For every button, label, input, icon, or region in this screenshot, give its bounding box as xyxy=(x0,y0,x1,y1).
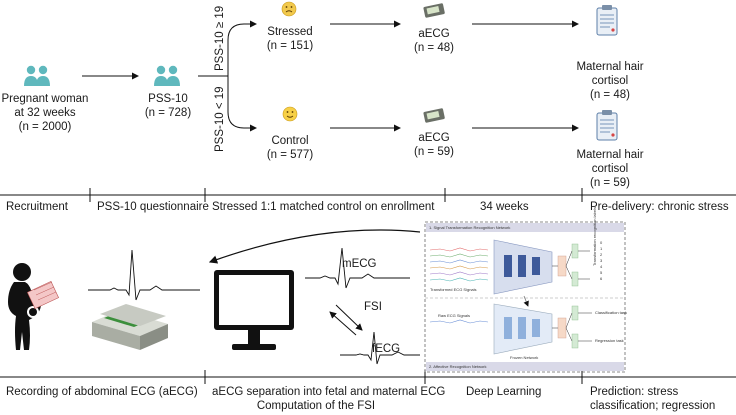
recruitment-label-line: Pregnant woman xyxy=(1,93,89,105)
network-top-input: Transformed ECG Signals xyxy=(430,287,477,292)
people-icon-recruitment xyxy=(24,65,50,86)
cortisol-control-label: Maternal hair cortisol (n = 59) xyxy=(570,148,650,190)
network-bottom-input: Raw ECG Signals xyxy=(438,313,471,318)
mecg-label: mECG xyxy=(342,258,377,270)
network-frozen: Frozen Network xyxy=(510,355,539,360)
aecg-device-icon-top xyxy=(423,3,445,18)
control-label-line: Control xyxy=(271,135,309,147)
cortisol-label-line: Maternal hair xyxy=(576,149,644,161)
stressed-label: Stressed (n = 151) xyxy=(262,25,318,53)
cortisol-label-line: Maternal hair xyxy=(576,61,644,73)
aecg-label-line: aECG xyxy=(418,28,450,40)
pss-label: PSS-10 (n = 728) xyxy=(140,92,196,120)
clipboard-icon-top xyxy=(596,5,618,36)
cortisol-label-line: cortisol xyxy=(591,163,629,175)
network-top-title-band xyxy=(426,223,624,232)
network-top-title: 1. Signal Transformation Recognition Net… xyxy=(429,225,511,230)
aecg-control-label: aECG (n = 59) xyxy=(410,131,458,159)
timeline-prediction-line: classification; regression xyxy=(590,400,716,412)
timeline-separation-line: aECG separation into fetal and maternal … xyxy=(212,386,446,398)
timeline-separation-line: Computation of the FSI xyxy=(256,400,376,412)
stressed-face-icon xyxy=(281,1,297,17)
timeline-separation: aECG separation into fetal and maternal … xyxy=(212,385,446,413)
timeline-prediction-line: Prediction: stress xyxy=(590,386,679,398)
network-regression: Regression task xyxy=(595,338,624,343)
transformation-class-list: 0 1 2 3 4 5 6 xyxy=(600,240,602,282)
ecg-trace-maternal xyxy=(305,247,410,289)
timeline-deep-learning: Deep Learning xyxy=(466,386,542,398)
feedback-arrow xyxy=(208,229,421,264)
network-bottom-title-band xyxy=(426,362,624,371)
timeline-recording: Recording of abdominal ECG (aECG) xyxy=(6,386,198,398)
cortisol-stressed-label: Maternal hair cortisol (n = 48) xyxy=(570,60,650,102)
transform-class: 5 xyxy=(600,270,603,275)
branch-down xyxy=(227,76,257,132)
transform-class: 3 xyxy=(600,258,603,263)
control-face-icon xyxy=(282,106,298,122)
raw-signal-icon xyxy=(429,319,489,324)
fsi-label: FSI xyxy=(364,301,382,313)
transformed-signals-icon xyxy=(429,247,489,282)
aecg-label-line: aECG xyxy=(418,132,450,144)
transform-class: 4 xyxy=(600,264,603,269)
branch-lower-label: PSS-10 < 19 xyxy=(214,86,226,152)
timeline-prediction: Prediction: stress classification; regre… xyxy=(590,385,715,413)
network-panel-border xyxy=(424,221,626,373)
recruitment-label-line: at 32 weeks xyxy=(14,107,76,119)
clipboard-icon-bottom xyxy=(596,110,618,141)
aecg-label-line: (n = 48) xyxy=(414,42,454,54)
fsi-arrow-down xyxy=(335,304,363,331)
computer-monitor-icon xyxy=(214,270,294,350)
electrode-patch-icon xyxy=(27,280,59,310)
timeline-34-weeks: 34 weeks xyxy=(480,201,529,213)
branch-upper-label: PSS-10 ≥ 19 xyxy=(214,5,226,71)
fecg-label: fECG xyxy=(372,343,401,355)
timeline-pss-questionnaire: PSS-10 questionnaire xyxy=(97,201,209,213)
ecg-trace-fetal xyxy=(340,331,420,365)
transform-class: 0 xyxy=(600,240,603,245)
control-label: Control (n = 577) xyxy=(262,134,318,162)
recruitment-label: Pregnant woman at 32 weeks (n = 2000) xyxy=(0,92,92,134)
ecg-recorder-icon xyxy=(92,304,168,350)
cortisol-label-line: (n = 59) xyxy=(590,177,630,189)
aecg-device-icon-bottom xyxy=(423,108,445,123)
network-bottom-title: 2. Affective Recognition Network xyxy=(429,364,487,369)
aecg-label-line: (n = 59) xyxy=(414,146,454,158)
cortisol-label-line: cortisol xyxy=(591,75,629,87)
cortisol-label-line: (n = 48) xyxy=(590,89,630,101)
transformation-caption: Transformation recognition labels xyxy=(592,207,597,266)
ecg-trace-recording xyxy=(88,249,200,301)
pss-label-line: (n = 728) xyxy=(144,107,192,119)
stressed-label-line: Stressed xyxy=(267,26,313,38)
aecg-stressed-label: aECG (n = 48) xyxy=(410,27,458,55)
pss-label-line: PSS-10 xyxy=(148,93,188,105)
timeline-recruitment: Recruitment xyxy=(6,201,68,213)
network-classification: Classification task xyxy=(595,310,628,315)
timeline-matched-control: Stressed 1:1 matched control on enrollme… xyxy=(212,201,435,213)
transform-class: 2 xyxy=(600,252,603,257)
people-icon-pss xyxy=(154,65,180,86)
transform-class: 1 xyxy=(600,246,603,251)
fsi-arrow-up xyxy=(329,311,357,336)
stressed-label-line: (n = 151) xyxy=(266,40,314,52)
timeline-pre-delivery: Pre-delivery: chronic stress xyxy=(590,201,729,213)
branch-up xyxy=(227,20,257,76)
transform-class: 6 xyxy=(600,276,603,281)
recruitment-label-line: (n = 2000) xyxy=(18,121,72,133)
control-label-line: (n = 577) xyxy=(266,149,314,161)
